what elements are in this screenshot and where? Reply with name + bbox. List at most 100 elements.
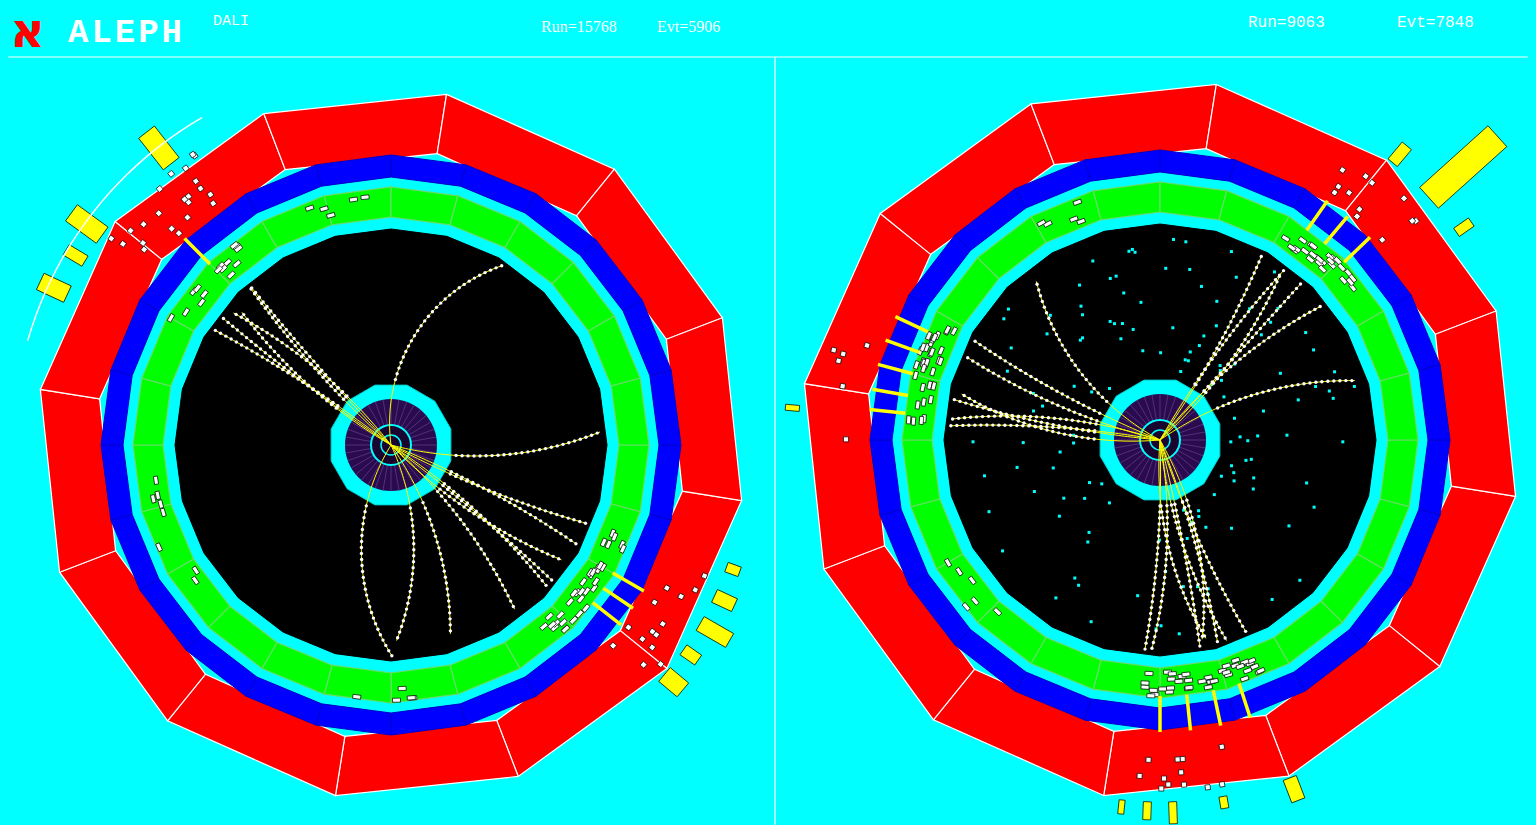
track-line [215, 330, 391, 445]
track-line [361, 445, 391, 656]
track-hit [1210, 358, 1213, 361]
track-hit [411, 566, 414, 569]
ecal-hit [1159, 687, 1167, 691]
unassociated-hit [1314, 385, 1317, 388]
hcal-energy-tower [1454, 218, 1474, 237]
track-line [962, 394, 1160, 441]
track-hit [1154, 629, 1157, 632]
unassociated-hit [1052, 466, 1055, 469]
track-hit [1190, 566, 1193, 569]
track-hit [495, 573, 498, 576]
ecal-hit [1337, 263, 1345, 272]
track-hit [1203, 367, 1206, 370]
track-hit [471, 481, 474, 484]
hadron-calorimeter-segment [804, 213, 930, 393]
ecal-hit [545, 612, 554, 620]
itc-wire [346, 448, 372, 453]
track-line [1160, 274, 1281, 440]
track-line [391, 445, 414, 641]
track-hit [286, 335, 289, 338]
track-hit [1037, 288, 1040, 291]
track-hit [1303, 314, 1306, 317]
track-hit [1058, 338, 1061, 341]
track-hit [1226, 325, 1229, 328]
track-line [1160, 440, 1227, 641]
track-hit [539, 519, 542, 522]
track-hit [280, 341, 283, 344]
track-hit [1200, 569, 1203, 572]
track-hit [1338, 379, 1341, 382]
track-hit [1313, 308, 1316, 311]
track-hit [1063, 432, 1066, 435]
track-hit [1171, 509, 1174, 512]
ecal-hit [920, 383, 926, 392]
em-calorimeter-segment [1085, 150, 1160, 181]
track-hit [1165, 510, 1168, 513]
track-hit [1251, 336, 1254, 339]
track-hit [1019, 369, 1022, 372]
track-hit [469, 532, 472, 535]
track-hit [407, 344, 410, 347]
track-hit [1235, 309, 1238, 312]
track-hit [1093, 409, 1096, 412]
track-hit [1155, 558, 1158, 561]
track-hit [254, 291, 257, 294]
unassociated-hit [1230, 464, 1233, 467]
track-hit [1045, 428, 1048, 431]
unassociated-hit [1312, 348, 1315, 351]
track-hit [971, 359, 974, 362]
track-hit [1199, 564, 1202, 567]
track-hit [1186, 567, 1189, 570]
unassociated-hit [1022, 441, 1025, 444]
ecal-energy-bar [1239, 683, 1250, 717]
unassociated-hit [1115, 275, 1118, 278]
ecal-energy-bar [1213, 690, 1220, 725]
track-hit [557, 557, 560, 560]
track-hit [1230, 358, 1233, 361]
track-hit [242, 313, 245, 316]
hcal-hit [210, 200, 217, 207]
track-hit [1202, 593, 1205, 596]
coil-ring-segment [324, 665, 391, 703]
track-hit [296, 341, 299, 344]
track-hit [476, 484, 479, 487]
track-hit [1180, 538, 1183, 541]
track-hit [1233, 400, 1236, 403]
track-hit [1028, 423, 1031, 426]
ecal-hit [937, 357, 943, 366]
track-hit [1069, 434, 1072, 437]
track-hit [1196, 633, 1199, 636]
hcal-hit [649, 628, 656, 635]
ecal-hit [1301, 247, 1310, 255]
track-hit [1228, 334, 1231, 337]
track-hit [961, 424, 964, 427]
track-hit [1172, 563, 1175, 566]
track-hit [282, 330, 285, 333]
track-hit [306, 384, 309, 387]
coil-ring-segment [611, 378, 649, 445]
hcal-hit [184, 214, 191, 221]
unassociated-hit [1041, 405, 1044, 408]
track-hit [1207, 561, 1210, 564]
track-hit [1208, 599, 1211, 602]
track-hit [361, 528, 364, 531]
track-hit [1075, 427, 1078, 430]
track-hit [1085, 378, 1088, 381]
track-hit [402, 355, 405, 358]
ecal-hit [1256, 667, 1265, 674]
hadron-calorimeter-segment [933, 669, 1113, 795]
track-hit [1318, 305, 1321, 308]
aleph-detector [28, 94, 742, 795]
track-hit [468, 279, 471, 282]
track-hit [443, 570, 446, 573]
track-hit [1174, 508, 1177, 511]
track-hit [1154, 570, 1157, 573]
track-hit [295, 351, 298, 354]
track-hit [478, 515, 481, 518]
unassociated-hit [1007, 308, 1010, 311]
ecal-energy-bar [603, 588, 633, 608]
hcal-hit [1161, 776, 1166, 781]
unassociated-hit [1230, 527, 1233, 530]
track-hit [337, 386, 340, 389]
